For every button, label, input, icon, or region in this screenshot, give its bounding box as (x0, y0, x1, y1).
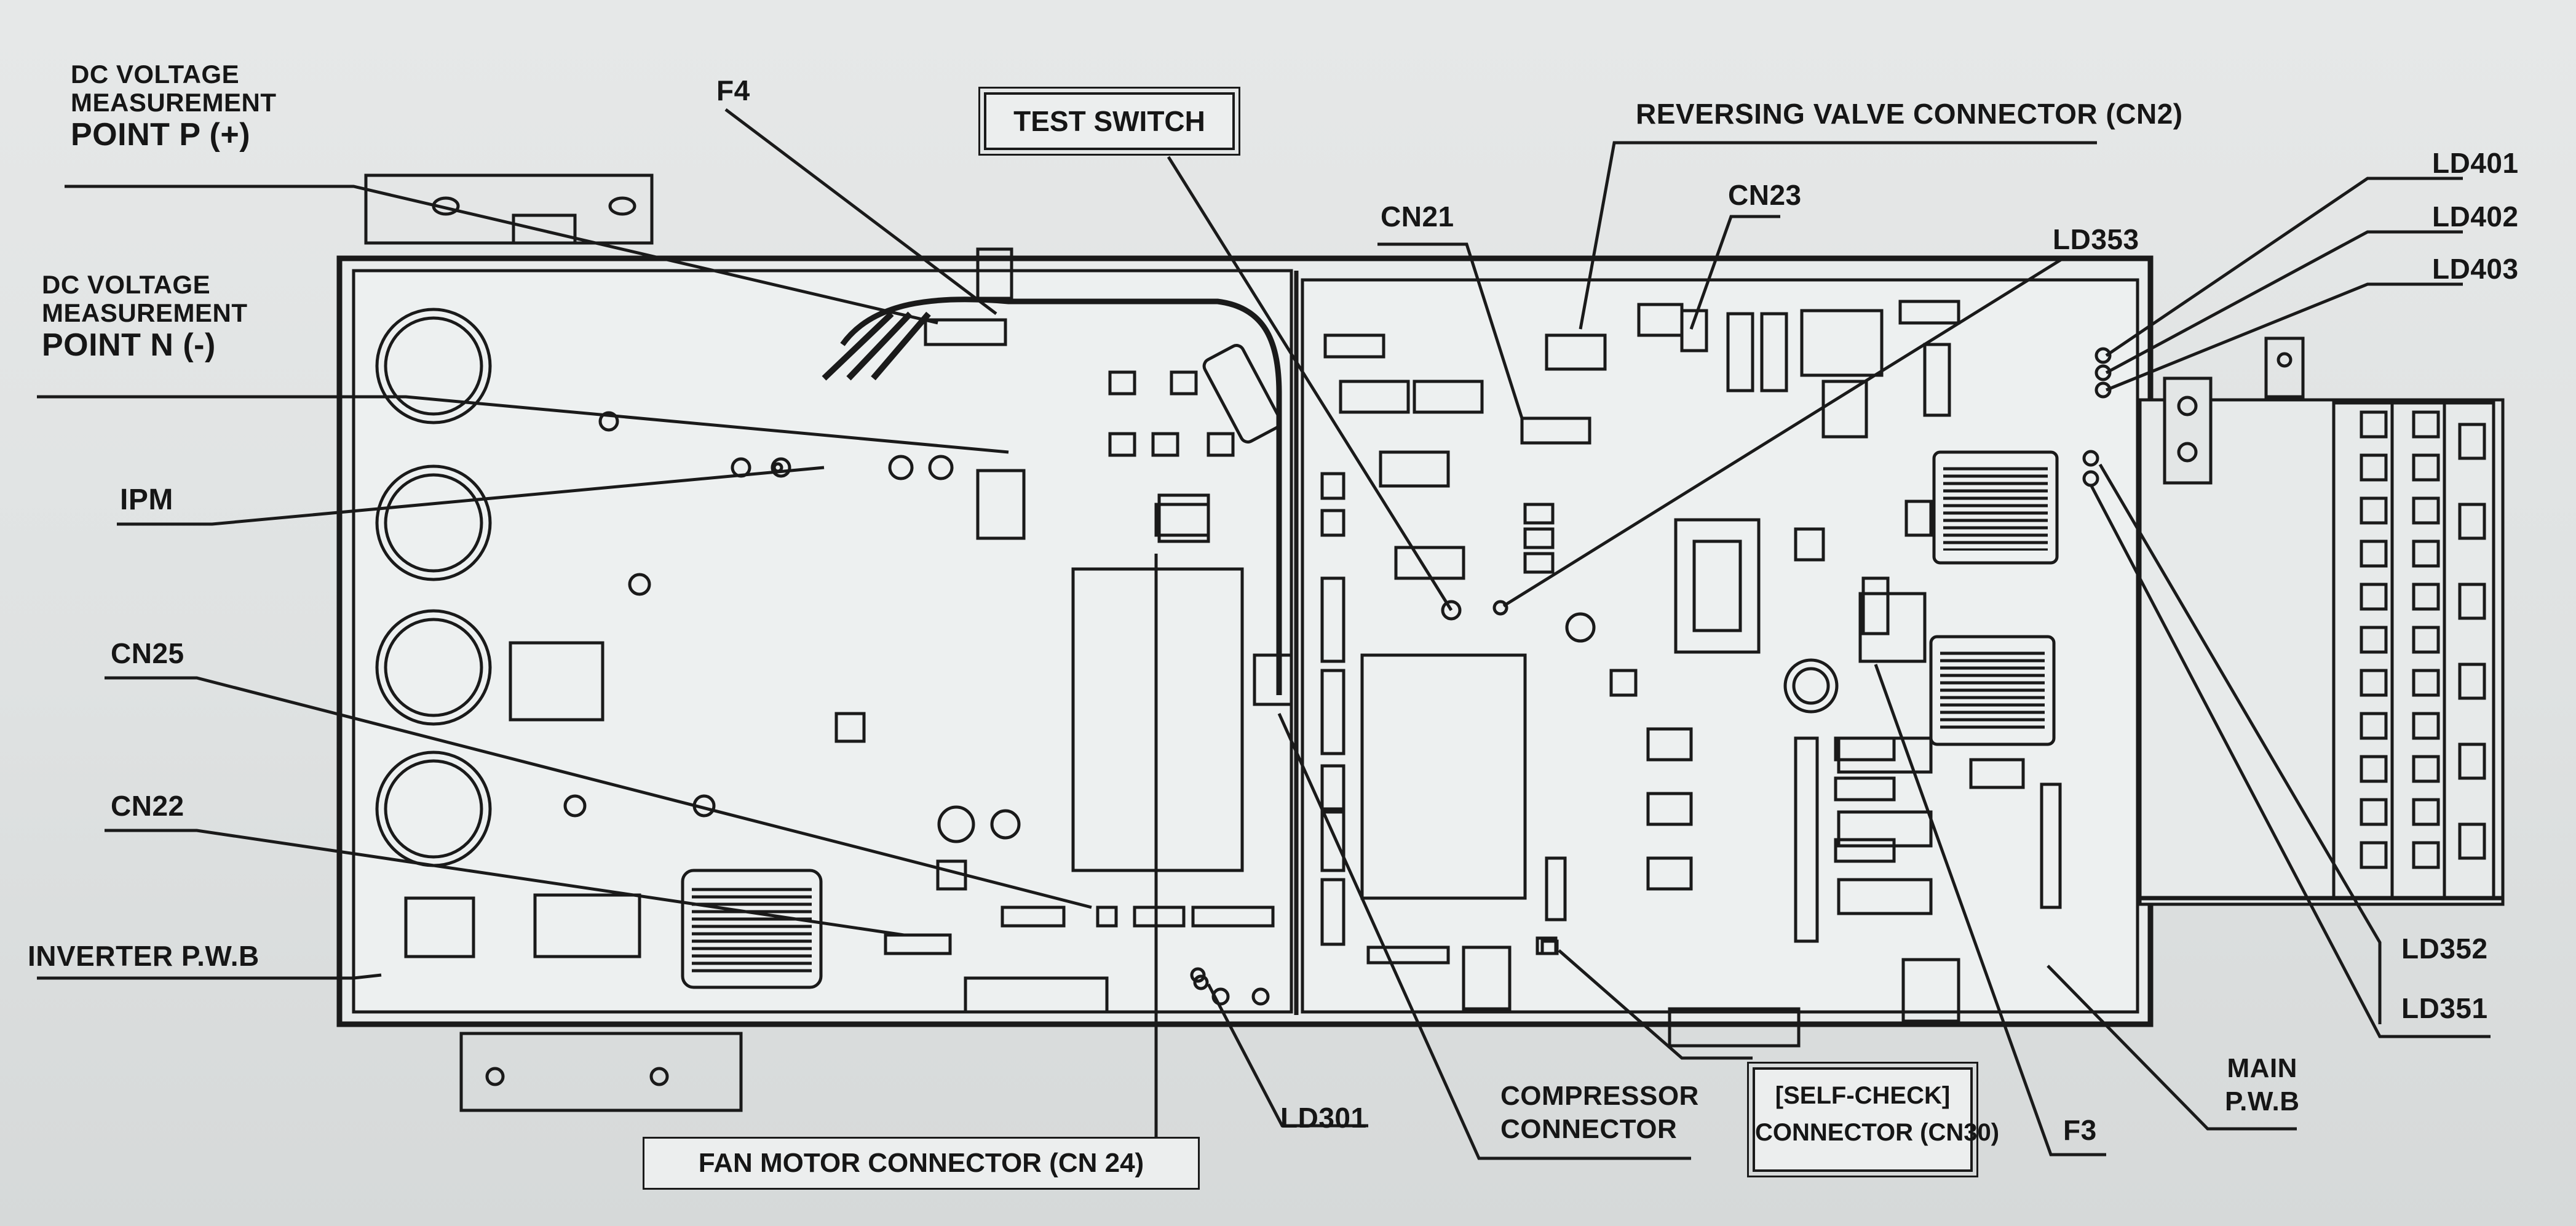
ld351-label: LD351 (2401, 992, 2488, 1024)
top-bracket (364, 173, 654, 245)
dc-n-line2: MEASUREMENT (42, 298, 248, 327)
f4-label: F4 (716, 74, 750, 106)
reversing-valve-label: REVERSING VALVE CONNECTOR (CN2) (1636, 98, 2183, 130)
cn23-label: CN23 (1728, 179, 1802, 211)
main-line2: P.W.B (2225, 1086, 2300, 1117)
dc-n-line3: POINT N (-) (42, 327, 216, 363)
cn22-label: CN22 (111, 790, 184, 822)
ld353-label: LD353 (2053, 223, 2139, 255)
inverter-components (375, 247, 1293, 1014)
cn21-label: CN21 (1381, 201, 1454, 233)
dc-voltage-n-label: DC VOLTAGE MEASUREMENT POINT N (-) (42, 270, 248, 364)
main-components (1320, 300, 2062, 1048)
compressor-connector-label: COMPRESSOR CONNECTOR (1500, 1080, 1699, 1146)
compressor-line1: COMPRESSOR (1500, 1081, 1699, 1111)
led-markers (1193, 347, 2112, 990)
self-check-connector-label: [SELF-CHECK] CONNECTOR (CN30) (1747, 1062, 2000, 1177)
ipm-label: IPM (120, 484, 173, 516)
main-line1: MAIN (2227, 1053, 2297, 1083)
chassis (336, 255, 2154, 1027)
inverter-pwb-label: INVERTER P.W.B (28, 940, 260, 972)
f3-label: F3 (2063, 1114, 2097, 1146)
dc-n-line1: DC VOLTAGE (42, 270, 211, 299)
ld401-label: LD401 (2432, 147, 2519, 179)
self-check-line2: CONNECTOR (CN30) (1755, 1119, 2000, 1146)
ld301-label: LD301 (1280, 1102, 1367, 1134)
ld403-label: LD403 (2432, 253, 2519, 285)
ld352-label: LD352 (2401, 933, 2488, 965)
dc-p-line2: MEASUREMENT (71, 88, 277, 117)
dc-voltage-p-label: DC VOLTAGE MEASUREMENT POINT P (+) (71, 60, 277, 153)
dc-p-line3: POINT P (+) (71, 117, 251, 153)
main-pwb-label: MAIN P.W.B (2225, 1052, 2300, 1118)
dc-p-line1: DC VOLTAGE (71, 60, 240, 89)
fan-motor-connector-label: FAN MOTOR CONNECTOR (CN 24) (643, 1137, 1200, 1190)
compressor-line2: CONNECTOR (1500, 1114, 1678, 1144)
test-switch-label: TEST SWITCH (978, 87, 1240, 156)
cn25-label: CN25 (111, 637, 184, 669)
leader-lines (37, 108, 2491, 1172)
bottom-bracket (459, 1032, 743, 1112)
ld402-label: LD402 (2432, 201, 2519, 233)
self-check-line1: [SELF-CHECK] (1775, 1082, 1951, 1109)
terminal-block (2138, 336, 2505, 906)
